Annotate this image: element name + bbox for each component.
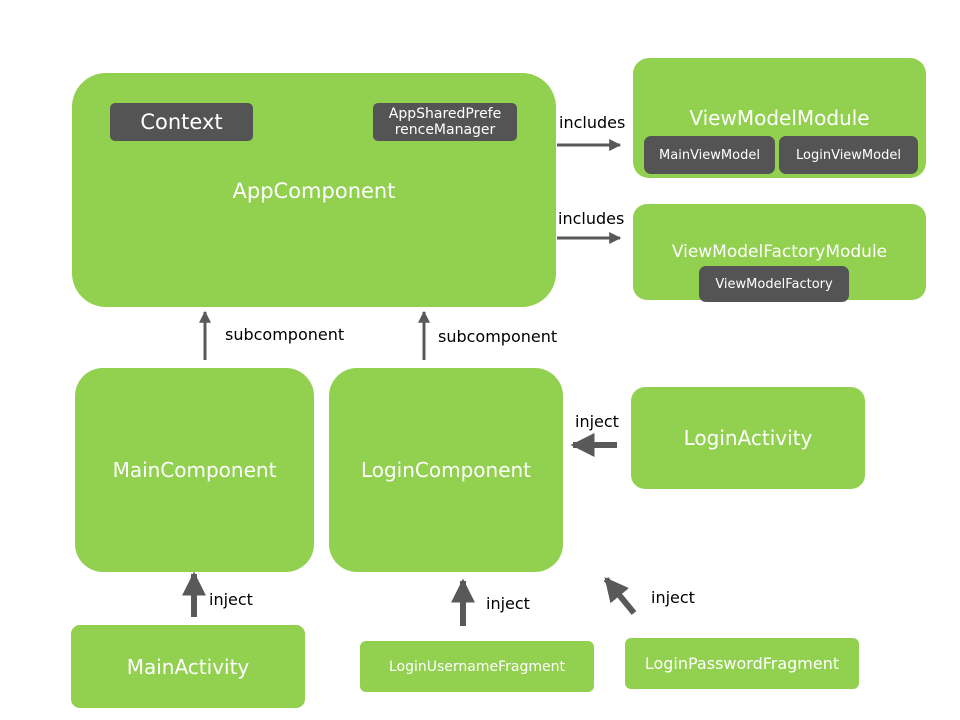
login-component-label: LoginComponent	[360, 458, 532, 482]
app-shared-preference-manager-chip[interactable]: AppSharedPrefe renceManager	[373, 103, 517, 141]
login-activity-label: LoginActivity	[683, 426, 813, 450]
login-password-fragment-node[interactable]: LoginPasswordFragment	[625, 638, 859, 689]
inject-label-login-activity: inject	[575, 412, 619, 431]
inject-label-username: inject	[486, 594, 530, 613]
inject-label-password: inject	[651, 588, 695, 607]
login-component-node[interactable]: LoginComponent	[329, 368, 563, 572]
login-username-fragment-label: LoginUsernameFragment	[388, 658, 565, 675]
context-chip[interactable]: Context	[110, 103, 253, 141]
inject-label-main-activity: inject	[209, 590, 253, 609]
login-password-fragment-label: LoginPasswordFragment	[644, 654, 840, 673]
subcomponent-label-2: subcomponent	[438, 327, 558, 346]
inject-arrow-password	[603, 577, 637, 615]
login-username-fragment-node[interactable]: LoginUsernameFragment	[360, 641, 594, 692]
app-shared-pref-line-1: AppSharedPrefe	[388, 106, 502, 122]
view-model-module-label: ViewModelModule	[689, 106, 870, 130]
view-model-factory-label: ViewModelFactory	[715, 276, 833, 292]
context-label: Context	[140, 110, 223, 134]
includes-label-1: includes	[559, 113, 626, 132]
app-component-label: AppComponent	[232, 179, 396, 203]
login-view-model-label: LoginViewModel	[796, 147, 901, 163]
login-view-model-chip[interactable]: LoginViewModel	[779, 136, 918, 174]
main-view-model-label: MainViewModel	[659, 147, 760, 163]
app-shared-pref-line-2: renceManager	[394, 122, 496, 138]
main-component-node[interactable]: MainComponent	[75, 368, 314, 572]
main-activity-label: MainActivity	[126, 654, 250, 679]
main-view-model-chip[interactable]: MainViewModel	[644, 136, 775, 174]
view-model-factory-module-label: ViewModelFactoryModule	[671, 242, 888, 262]
view-model-factory-chip[interactable]: ViewModelFactory	[699, 266, 849, 302]
login-activity-node[interactable]: LoginActivity	[631, 387, 865, 489]
subcomponent-label-1: subcomponent	[225, 325, 345, 344]
main-component-label: MainComponent	[112, 458, 277, 482]
includes-label-2: includes	[558, 209, 625, 228]
main-activity-node[interactable]: MainActivity	[71, 625, 305, 708]
